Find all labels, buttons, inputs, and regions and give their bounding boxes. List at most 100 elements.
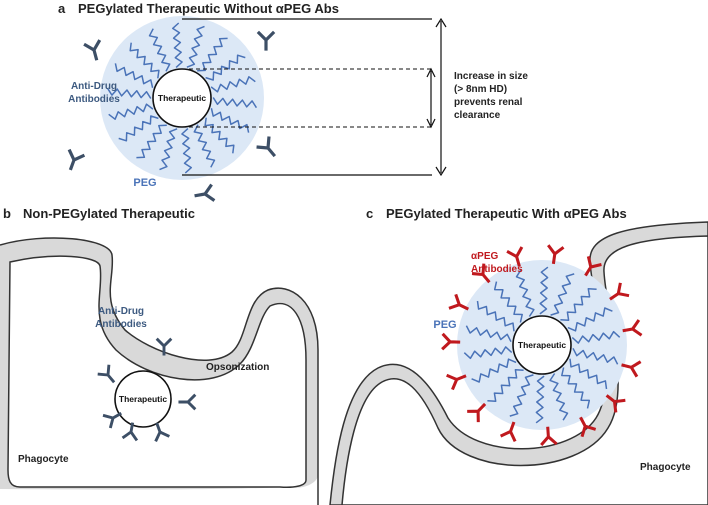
peg-chain <box>129 42 160 79</box>
peg-chain <box>567 307 613 332</box>
peg-chain <box>204 117 235 154</box>
size-note-line-1: Increase in size <box>454 71 528 82</box>
peg-chain <box>487 369 524 402</box>
therapeutic-label-c: Therapeutic <box>518 340 566 350</box>
peg-chain <box>471 358 517 383</box>
peg-chain <box>539 266 549 315</box>
antibody-icon <box>621 360 642 378</box>
antibody-icon <box>609 282 630 301</box>
peg-chain <box>106 87 152 99</box>
peg-chain <box>535 375 545 424</box>
peg-chain <box>549 373 569 421</box>
peg-chain <box>509 374 534 417</box>
antibody-icon <box>448 293 470 311</box>
panel-c-letter: c <box>366 206 373 221</box>
peg-chain <box>114 63 154 88</box>
peg-chain <box>515 269 535 317</box>
peg-chain <box>476 300 515 332</box>
panel-a: a PEGylated Therapeutic Without αPEG Abs… <box>58 1 528 202</box>
antibody-icon <box>622 319 643 337</box>
therapeutic-particle-c <box>512 315 572 375</box>
peg-chains <box>106 22 258 174</box>
peg-chain <box>572 347 619 365</box>
peg-chain <box>465 325 512 343</box>
phagocyte-label-b: Phagocyte <box>18 454 69 465</box>
antibody-icon <box>83 39 102 61</box>
peg-chain <box>148 28 171 72</box>
antibody-icon <box>579 416 597 438</box>
size-note-line-3: prevents renal <box>454 97 523 108</box>
anti-drug-label-line-2: Antibodies <box>68 94 120 105</box>
size-note-line-4: clearance <box>454 110 501 121</box>
peg-chain <box>108 103 154 120</box>
peg-chain <box>550 273 575 316</box>
therapeutic-label-b: Therapeutic <box>119 394 167 404</box>
antibody-icon <box>441 332 461 351</box>
anti-drug-antibodies <box>67 30 277 202</box>
panel-b: b Non-PEGylated Therapeutic Anti-Drug An… <box>0 206 319 505</box>
phagocyte-c-cavity <box>341 235 708 505</box>
panel-b-title: Non-PEGylated Therapeutic <box>23 206 195 221</box>
anti-drug-label-line-1: Anti-Drug <box>71 81 117 92</box>
antibody-icon <box>256 30 276 51</box>
peg-chain <box>561 367 591 409</box>
anti-drug-label-b-line-1: Anti-Drug <box>98 306 144 317</box>
peg-chain <box>569 358 608 390</box>
antibody-icon <box>154 422 170 442</box>
peg-chain <box>197 37 228 72</box>
peg-label: PEG <box>133 177 156 189</box>
peg-chain <box>212 97 258 109</box>
peg-chain <box>571 330 621 344</box>
panel-a-letter: a <box>58 1 66 16</box>
panel-a-title: PEGylated Therapeutic Without αPEG Abs <box>78 1 339 16</box>
therapeutic-particle-b <box>114 370 172 428</box>
peg-chain <box>493 281 523 323</box>
peg-chain <box>186 25 205 68</box>
apeg-label-line-1: αPEG <box>471 251 498 262</box>
peg-chain <box>159 128 178 171</box>
therapeutic-label: Therapeutic <box>158 93 206 103</box>
antibody-icon <box>256 136 277 158</box>
antibody-icon <box>155 337 173 356</box>
antibody-icon <box>97 364 116 384</box>
antibody-icon <box>506 246 524 267</box>
peg-chain <box>118 115 159 142</box>
panel-c: c PEGylated Therapeutic With αPEG Abs Th… <box>329 206 708 505</box>
antibody-icon <box>547 244 565 265</box>
phagocyte-label-c: Phagocyte <box>640 462 691 473</box>
peg-chain <box>171 22 183 68</box>
anti-drug-label-b-line-2: Antibodies <box>95 319 147 330</box>
antibody-icon <box>121 422 139 442</box>
antibody-icon <box>540 426 558 447</box>
size-note-line-2: (> 8nm HD) <box>454 84 507 95</box>
panel-c-title: PEGylated Therapeutic With αPEG Abs <box>386 206 627 221</box>
peg-chain <box>136 124 167 159</box>
peg-chains-c <box>463 266 621 424</box>
inner-arrow-heads <box>426 67 436 129</box>
phagocyte-b-cavity <box>7 255 307 488</box>
apeg-label-line-2: Antibodies <box>471 264 523 275</box>
antibody-icon <box>194 183 216 202</box>
anti-drug-antibodies-b <box>97 337 197 442</box>
antibody-icon <box>499 421 517 443</box>
antibody-icon <box>102 411 122 429</box>
peg-chain <box>210 76 256 93</box>
antibody-icon <box>584 256 602 277</box>
antibody-icon <box>178 393 197 411</box>
antibody-icon <box>446 373 467 391</box>
peg-chain <box>181 128 193 174</box>
peg-chain <box>560 288 597 321</box>
peg-chain <box>463 346 513 360</box>
opsonization-label: Opsonization <box>206 362 269 373</box>
panel-b-letter: b <box>3 206 11 221</box>
apeg-antibodies <box>441 244 643 447</box>
peg-chain <box>205 54 246 81</box>
peg-chain <box>210 108 250 133</box>
antibody-icon <box>467 402 487 423</box>
antibody-icon <box>67 148 86 171</box>
antibody-icon <box>605 394 626 413</box>
peg-chain <box>193 124 216 168</box>
phagocyte-b-outline <box>0 237 319 505</box>
